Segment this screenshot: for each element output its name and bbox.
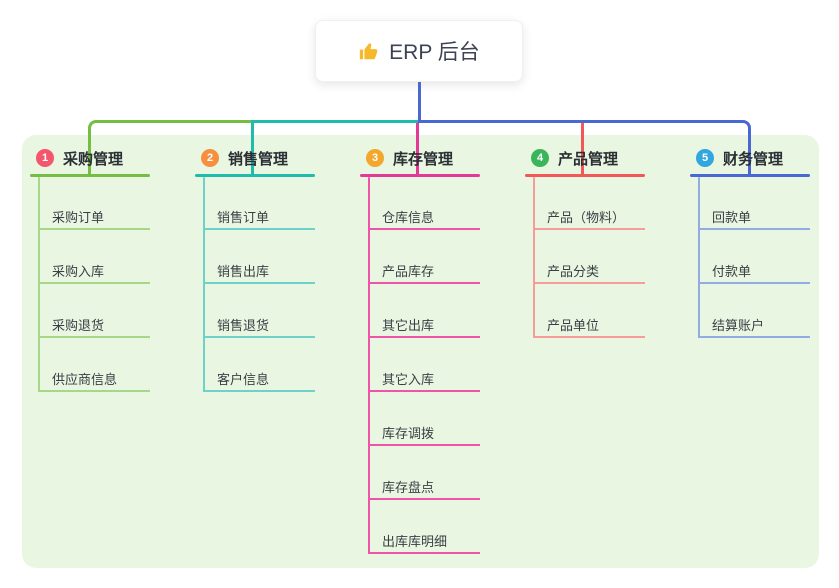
branch-node-4[interactable]: 4 产品管理 (531, 147, 618, 169)
branch-node-1[interactable]: 1 采购管理 (36, 147, 123, 169)
branch-underline (30, 174, 150, 177)
branch-number-badge: 1 (36, 149, 54, 167)
child-node[interactable]: 采购入库 (38, 258, 150, 284)
branch-label: 库存管理 (393, 150, 454, 168)
connector-drop-3 (416, 123, 419, 174)
root-label: ERP 后台 (389, 41, 480, 64)
child-node[interactable]: 回款单 (698, 204, 810, 230)
branch-label: 产品管理 (558, 150, 619, 168)
branch-underline (690, 174, 810, 177)
child-node[interactable]: 库存调拨 (368, 420, 480, 446)
branch-spine-line (368, 177, 370, 554)
branch-underline (195, 174, 315, 177)
branch-number-badge: 2 (201, 149, 219, 167)
child-node[interactable]: 其它入库 (368, 366, 480, 392)
child-node[interactable]: 采购退货 (38, 312, 150, 338)
branches-panel (22, 135, 819, 568)
root-connector-line (418, 82, 421, 123)
child-node[interactable]: 采购订单 (38, 204, 150, 230)
child-node[interactable]: 出库库明细 (368, 528, 480, 554)
child-node[interactable]: 产品单位 (533, 312, 645, 338)
child-node[interactable]: 销售出库 (203, 258, 315, 284)
child-node[interactable]: 付款单 (698, 258, 810, 284)
thumbs-up-icon (358, 40, 380, 62)
branch-underline (525, 174, 645, 177)
branch-label: 采购管理 (63, 150, 124, 168)
branch-spine-line (38, 177, 40, 392)
branch-node-5[interactable]: 5 财务管理 (696, 147, 783, 169)
branch-label: 财务管理 (723, 150, 784, 168)
connector-horizontal-mid (253, 120, 418, 123)
child-node[interactable]: 产品分类 (533, 258, 645, 284)
connector-drop-4 (581, 123, 584, 174)
root-node[interactable]: ERP 后台 (315, 20, 523, 82)
child-node[interactable]: 产品库存 (368, 258, 480, 284)
child-node[interactable]: 客户信息 (203, 366, 315, 392)
branch-underline (360, 174, 480, 177)
child-node[interactable]: 库存盘点 (368, 474, 480, 500)
child-node[interactable]: 供应商信息 (38, 366, 150, 392)
connector-corner-left (88, 120, 253, 174)
connector-drop-2 (251, 120, 254, 174)
child-node[interactable]: 销售退货 (203, 312, 315, 338)
branch-number-badge: 4 (531, 149, 549, 167)
child-node[interactable]: 销售订单 (203, 204, 315, 230)
branch-number-badge: 5 (696, 149, 714, 167)
child-node[interactable]: 产品（物料） (533, 204, 645, 230)
branch-spine-line (698, 177, 700, 338)
child-node[interactable]: 其它出库 (368, 312, 480, 338)
branch-number-badge: 3 (366, 149, 384, 167)
branch-node-3[interactable]: 3 库存管理 (366, 147, 453, 169)
child-node[interactable]: 结算账户 (698, 312, 810, 338)
branch-node-2[interactable]: 2 销售管理 (201, 147, 288, 169)
connector-corner-right (418, 120, 751, 174)
child-node[interactable]: 仓库信息 (368, 204, 480, 230)
branch-spine-line (533, 177, 535, 338)
branch-spine-line (203, 177, 205, 392)
branch-label: 销售管理 (228, 150, 289, 168)
